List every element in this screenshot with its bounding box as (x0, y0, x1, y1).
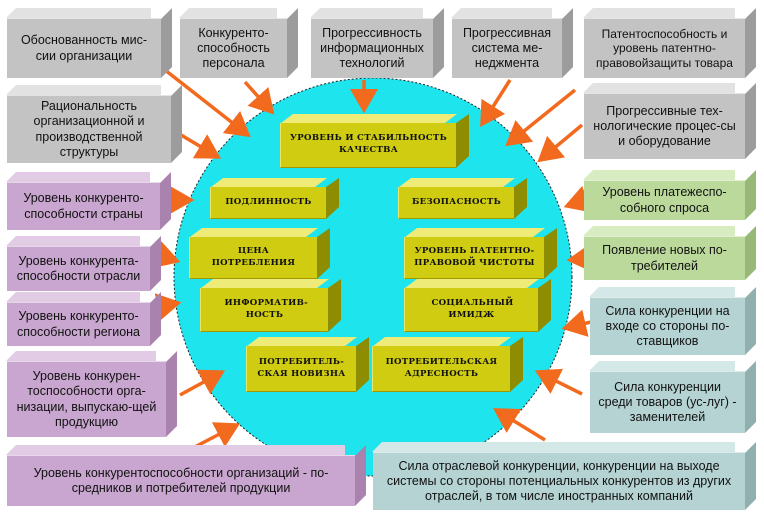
arrow-mission (163, 68, 251, 138)
factor-substitutes: Сила конкуренции среди товаров (ус-луг) … (590, 371, 745, 433)
factor-producer: Уровень конкурен-тоспособности орга-низа… (7, 361, 166, 437)
arrow-processes (537, 123, 584, 163)
factor-personnel: Конкуренто-способность персонала (180, 18, 287, 78)
factor-organization: Рациональность организационной и произво… (7, 95, 171, 163)
block-safety: БЕЗОПАСНОСТЬ (398, 187, 514, 219)
factor-industry-competition: Сила отраслевой конкуренции, конкуренции… (373, 452, 745, 510)
factor-supplier-competition: Сила конкуренции на входе со стороны по-… (590, 297, 745, 355)
factor-region: Уровень конкуренто-способности региона (7, 302, 150, 346)
block-social-image: СОЦИАЛЬНЫЙ ИМИДЖ (404, 288, 538, 332)
block-price: ЦЕНА ПОТРЕБЛЕНИЯ (189, 237, 317, 279)
factor-country: Уровень конкуренто-способности страны (7, 182, 160, 230)
block-authenticity: ПОДЛИННОСТЬ (210, 187, 326, 219)
factor-solvent-demand: Уровень платежеспо-собного спроса (584, 180, 745, 220)
factor-information-tech: Прогрессивность информационных технологи… (311, 18, 433, 78)
block-consumer-targeting: ПОТРЕБИТЕЛЬСКАЯ АДРЕСНОСТЬ (372, 346, 510, 392)
factor-management: Прогрессивная система ме-неджмента (452, 18, 562, 78)
factor-patent: Патентоспособность и уровень патентно-пр… (584, 18, 745, 78)
arrow-substitutes (534, 368, 583, 396)
factor-industry: Уровень конкурента-способности отрасли (7, 246, 150, 291)
factor-new-consumers: Появление новых по-требителей (584, 236, 745, 280)
arrow-industry-competition (493, 408, 546, 442)
factor-intermediaries: Уровень конкурентоспособности организаци… (7, 455, 355, 506)
arrow-organization (175, 130, 222, 159)
block-quality: УРОВЕНЬ И СТАБИЛЬНОСТЬ КАЧЕСТВА (280, 123, 456, 168)
block-informativeness: ИНФОРМАТИВ-НОСТЬ (200, 288, 328, 332)
block-consumer-novelty: ПОТРЕБИТЕЛЬ-СКАЯ НОВИЗНА (246, 346, 356, 392)
factor-processes: Прогрессивные тех-нологические процес-сы… (584, 93, 745, 159)
arrow-producer (179, 369, 226, 397)
arrow-management (480, 79, 512, 127)
block-patent-purity: УРОВЕНЬ ПАТЕНТНО-ПРАВОВОЙ ЧИСТОТЫ (404, 237, 544, 279)
arrow-supplier-competition (561, 309, 592, 337)
arrow-personnel (243, 80, 275, 115)
arrow-patent (505, 88, 577, 147)
factor-mission: Обоснованность мис-сии организации (7, 18, 161, 78)
